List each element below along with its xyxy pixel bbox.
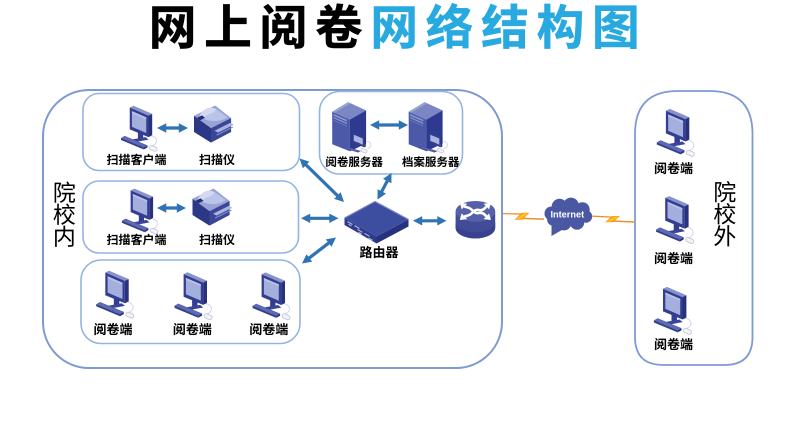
svg-text:Internet: Internet xyxy=(550,209,584,219)
